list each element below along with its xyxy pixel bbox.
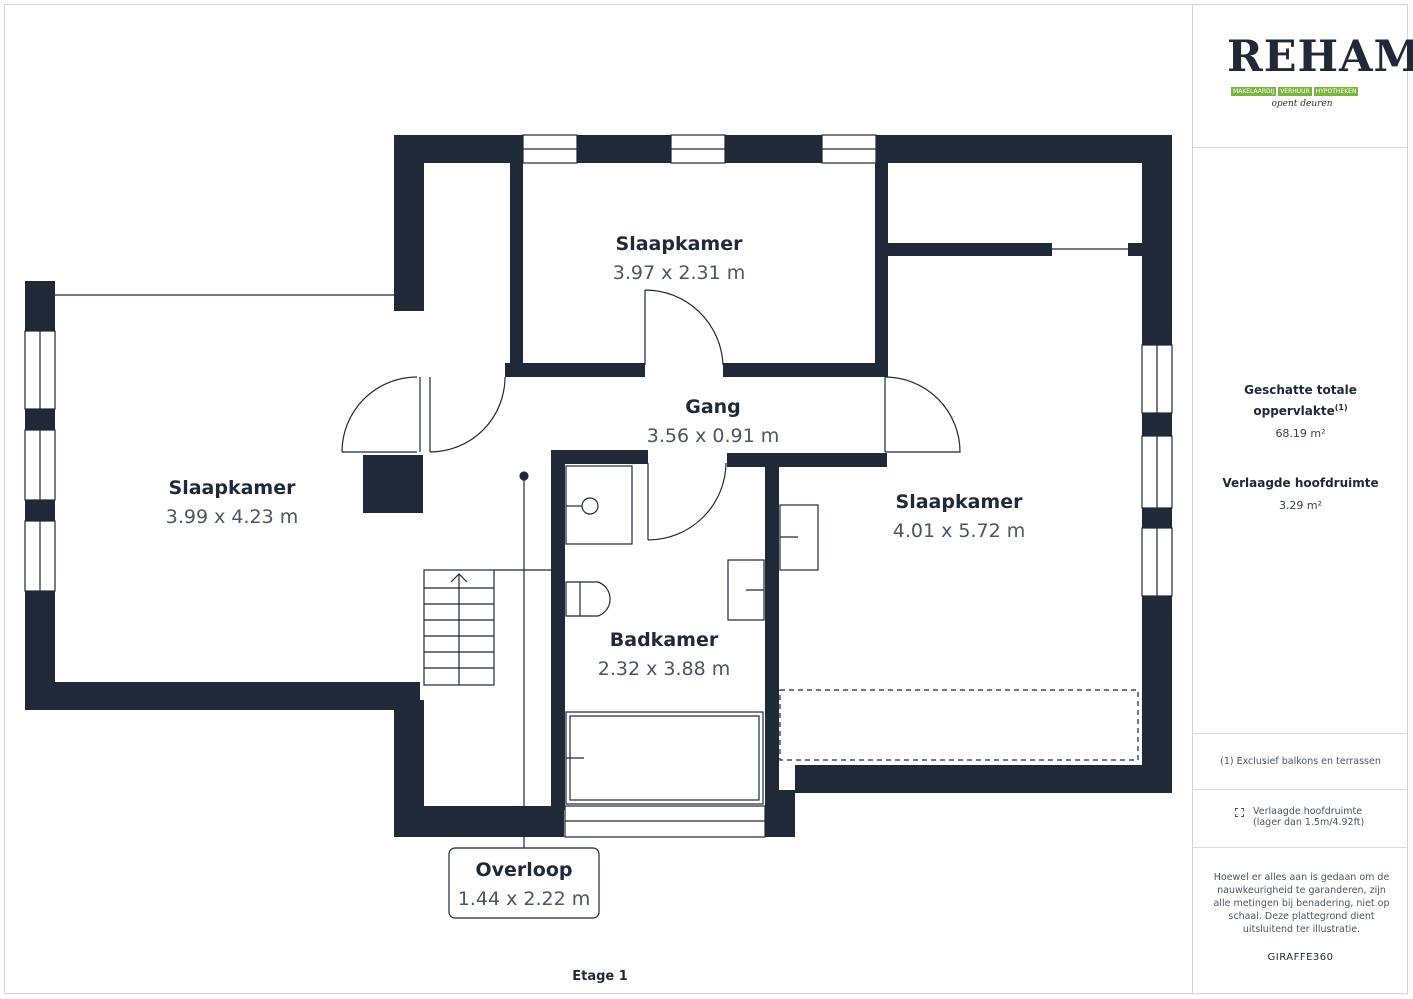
footnote-text: (1) Exclusief balkons en terrassen [1220,756,1381,767]
total-area-footnote-mark: (1) [1334,403,1348,412]
total-area-title-text: Geschatte totale oppervlakte [1244,383,1357,418]
room-name-bedroom-left: Slaapkamer [169,477,297,499]
room-dims-bedroom-right: 4.01 x 5.72 m [893,520,1025,542]
room-name-bedroom-right: Slaapkamer [896,491,1024,513]
logo-tags: MAKELAARDIJ VERHUUR HYPOTHEKEN [1231,87,1371,96]
divider [1193,847,1408,848]
logo-slogan: opent deuren [1271,99,1333,109]
room-name-landing: Overloop [475,859,572,881]
room-dims-landing: 1.44 x 2.22 m [458,888,590,910]
page-frame [4,4,1408,994]
brand-label: GIRAFFE360 [1267,952,1334,963]
room-name-bedroom-top: Slaapkamer [616,233,744,255]
room-labels: Slaapkamer 3.99 x 4.23 m Slaapkamer 3.97… [166,233,1025,910]
reham-logo: REHAM MAKELAARDIJ VERHUUR HYPOTHEKEN ope… [1227,32,1413,124]
doors [341,289,961,541]
bathroom-fixtures [565,465,819,805]
reduced-height-title: Verlaagde hoofdruimte [1222,476,1379,490]
room-name-hallway: Gang [685,396,741,418]
logo-wordmark: REHAM [1227,32,1413,82]
logo-tag: VERHUUR [1278,87,1312,96]
legend-line-2: (lager dan 1.5m/4.92ft) [1253,817,1365,828]
disclaimer: Hoewel er alles aan is gedaan om de nauw… [1213,872,1390,935]
stairs [423,471,551,852]
landing-label-box [448,847,600,919]
room-dims-bedroom-top: 3.97 x 2.31 m [613,262,745,284]
room-dims-bathroom: 2.32 x 3.88 m [598,658,730,680]
divider [1193,789,1408,790]
total-area-title: Geschatte totale oppervlakte(1) [1193,381,1408,420]
legend-line-1: Verlaagde hoofdruimte [1253,806,1363,817]
room-dims-hallway: 3.56 x 0.91 m [647,425,779,447]
legend-text: Verlaagde hoofdruimte (lager dan 1.5m/4.… [1253,806,1364,828]
room-dims-bedroom-left: 3.99 x 4.23 m [166,506,298,528]
divider [1193,147,1408,148]
divider [1193,733,1408,734]
room-name-bathroom: Badkamer [610,629,719,651]
reduced-headroom-legend: Verlaagde hoofdruimte (lager dan 1.5m/4.… [1235,806,1395,832]
floor-plan: Slaapkamer 3.99 x 4.23 m Slaapkamer 3.97… [24,134,1173,919]
dashed-box-icon [1235,808,1244,817]
reduced-headroom-zone [779,689,1139,761]
logo-tag: HYPOTHEKEN [1313,87,1359,96]
window-frames [24,134,1173,838]
logo-tag: MAKELAARDIJ [1231,87,1277,96]
info-sidebar: REHAM MAKELAARDIJ VERHUUR HYPOTHEKEN ope… [1192,4,1413,994]
total-area-value: 68.19 m² [1275,427,1326,440]
reduced-height-value: 3.29 m² [1278,499,1323,512]
floor-label: Etage 1 [572,969,628,984]
